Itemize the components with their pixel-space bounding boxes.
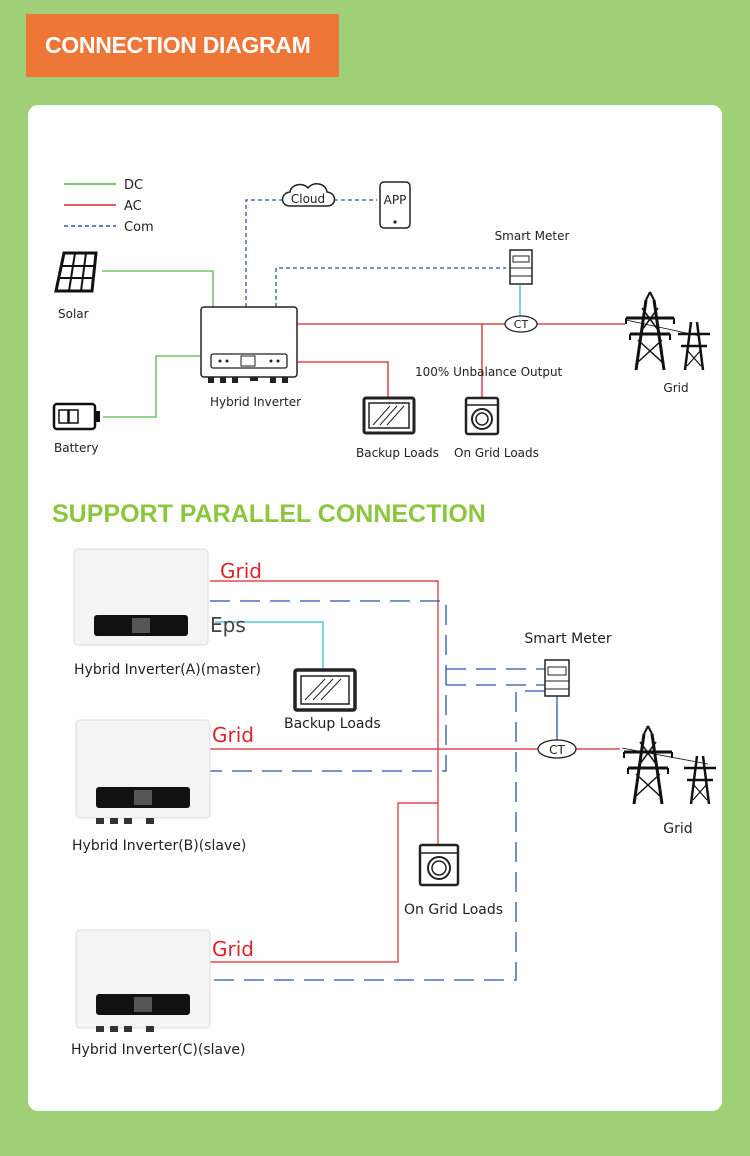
cloud-icon	[281, 183, 336, 207]
ct-label-2: CT	[549, 743, 565, 757]
on-grid-loads-icon	[464, 396, 500, 436]
grid-a-label: Grid	[220, 559, 262, 583]
unbalance-label: 100% Unbalance Output	[415, 365, 563, 379]
header-title: CONNECTION DIAGRAM	[26, 14, 339, 77]
grid-c-label: Grid	[212, 937, 254, 961]
smart-meter-icon	[509, 249, 533, 285]
backup-loads-label-2: Backup Loads	[284, 716, 381, 732]
inverter-b-label: Hybrid Inverter(B)(slave)	[72, 838, 246, 854]
section-title: SUPPORT PARALLEL CONNECTION	[52, 500, 486, 528]
inverter-a-icon	[73, 548, 209, 646]
inverter-b-icon	[75, 719, 211, 824]
hybrid-inverter-label: Hybrid Inverter	[210, 395, 301, 409]
inverter-c-label: Hybrid Inverter(C)(slave)	[71, 1042, 245, 1058]
battery-icon	[52, 402, 100, 431]
ct-label: CT	[514, 318, 529, 331]
ct-sensor-2	[537, 739, 577, 759]
grid-label-2: Grid	[663, 821, 692, 837]
backup-loads-label: Backup Loads	[356, 446, 439, 460]
inverter-c-icon	[75, 929, 211, 1032]
legend-dc: DC	[124, 178, 143, 193]
smart-meter-label: Smart Meter	[495, 229, 570, 243]
inverter-a-label: Hybrid Inverter(A)(master)	[74, 662, 261, 678]
cloud-label: Cloud	[291, 192, 325, 206]
phone-icon	[379, 181, 411, 229]
ct-sensor	[504, 315, 538, 333]
solar-panel-icon	[54, 251, 98, 293]
legend-com: Com	[124, 220, 154, 235]
smart-meter-label-2: Smart Meter	[524, 631, 612, 647]
on-grid-loads-label: On Grid Loads	[454, 446, 539, 460]
solar-label: Solar	[58, 307, 89, 321]
battery-label: Battery	[54, 441, 98, 455]
grid-tower-icon	[624, 290, 712, 372]
app-label: APP	[384, 193, 407, 207]
grid-tower-icon-2	[621, 724, 718, 806]
legend-ac: AC	[124, 199, 142, 214]
diagram1-wires	[102, 199, 625, 418]
on-grid-loads-label-2: On Grid Loads	[404, 902, 503, 918]
grid-b-label: Grid	[212, 723, 254, 747]
on-grid-loads-icon-2	[418, 843, 460, 887]
grid-label: Grid	[663, 381, 688, 395]
hybrid-inverter-icon	[200, 306, 298, 383]
backup-loads-icon-2	[293, 668, 357, 712]
smart-meter-icon-2	[544, 659, 570, 697]
legend: DC AC Com	[64, 178, 154, 235]
backup-loads-icon	[362, 396, 416, 435]
eps-label: Eps	[210, 613, 246, 637]
